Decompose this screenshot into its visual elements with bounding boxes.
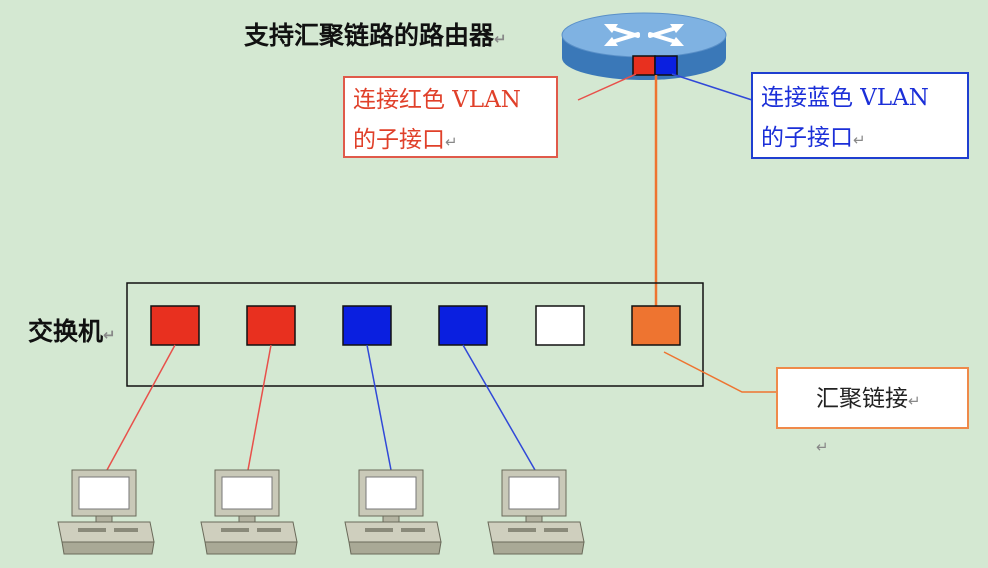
red-port-connector xyxy=(577,73,637,101)
router-icon xyxy=(561,12,727,80)
blue-port-connector xyxy=(671,73,753,101)
switch-body xyxy=(126,282,704,387)
computer-icon xyxy=(57,469,155,555)
switch-port-6 xyxy=(631,305,681,346)
router-port-blue xyxy=(654,55,678,76)
red-vlan-callout: 连接红色 VLAN 的子接口↵ xyxy=(343,76,558,158)
switch-port-4 xyxy=(438,305,488,346)
red-vlan-line1: 连接红色 VLAN xyxy=(353,87,521,113)
router-port-red xyxy=(632,55,656,76)
aggregation-callout: 汇聚链接↵ ↵ xyxy=(776,367,969,456)
blue-vlan-callout: 连接蓝色 VLAN 的子接口↵ xyxy=(751,72,969,159)
access-link-3 xyxy=(366,344,392,471)
switch-port-3 xyxy=(342,305,392,346)
computer-icon xyxy=(487,469,585,555)
access-link-1 xyxy=(106,344,176,471)
red-vlan-line2: 的子接口↵ xyxy=(353,127,458,153)
computer-icon xyxy=(200,469,298,555)
switch-label: 交换机↵ xyxy=(28,317,116,346)
aggregation-connector xyxy=(663,351,776,393)
router-label: 支持汇聚链路的路由器↵ xyxy=(244,21,507,50)
switch-port-1 xyxy=(150,305,200,346)
switch-port-5 xyxy=(535,305,585,346)
blue-vlan-line2: 的子接口↵ xyxy=(761,125,866,151)
access-link-4 xyxy=(462,344,536,471)
switch-port-2 xyxy=(246,305,296,346)
access-link-2 xyxy=(247,344,272,471)
computer-icon xyxy=(344,469,442,555)
blue-vlan-line1: 连接蓝色 VLAN xyxy=(761,85,929,111)
